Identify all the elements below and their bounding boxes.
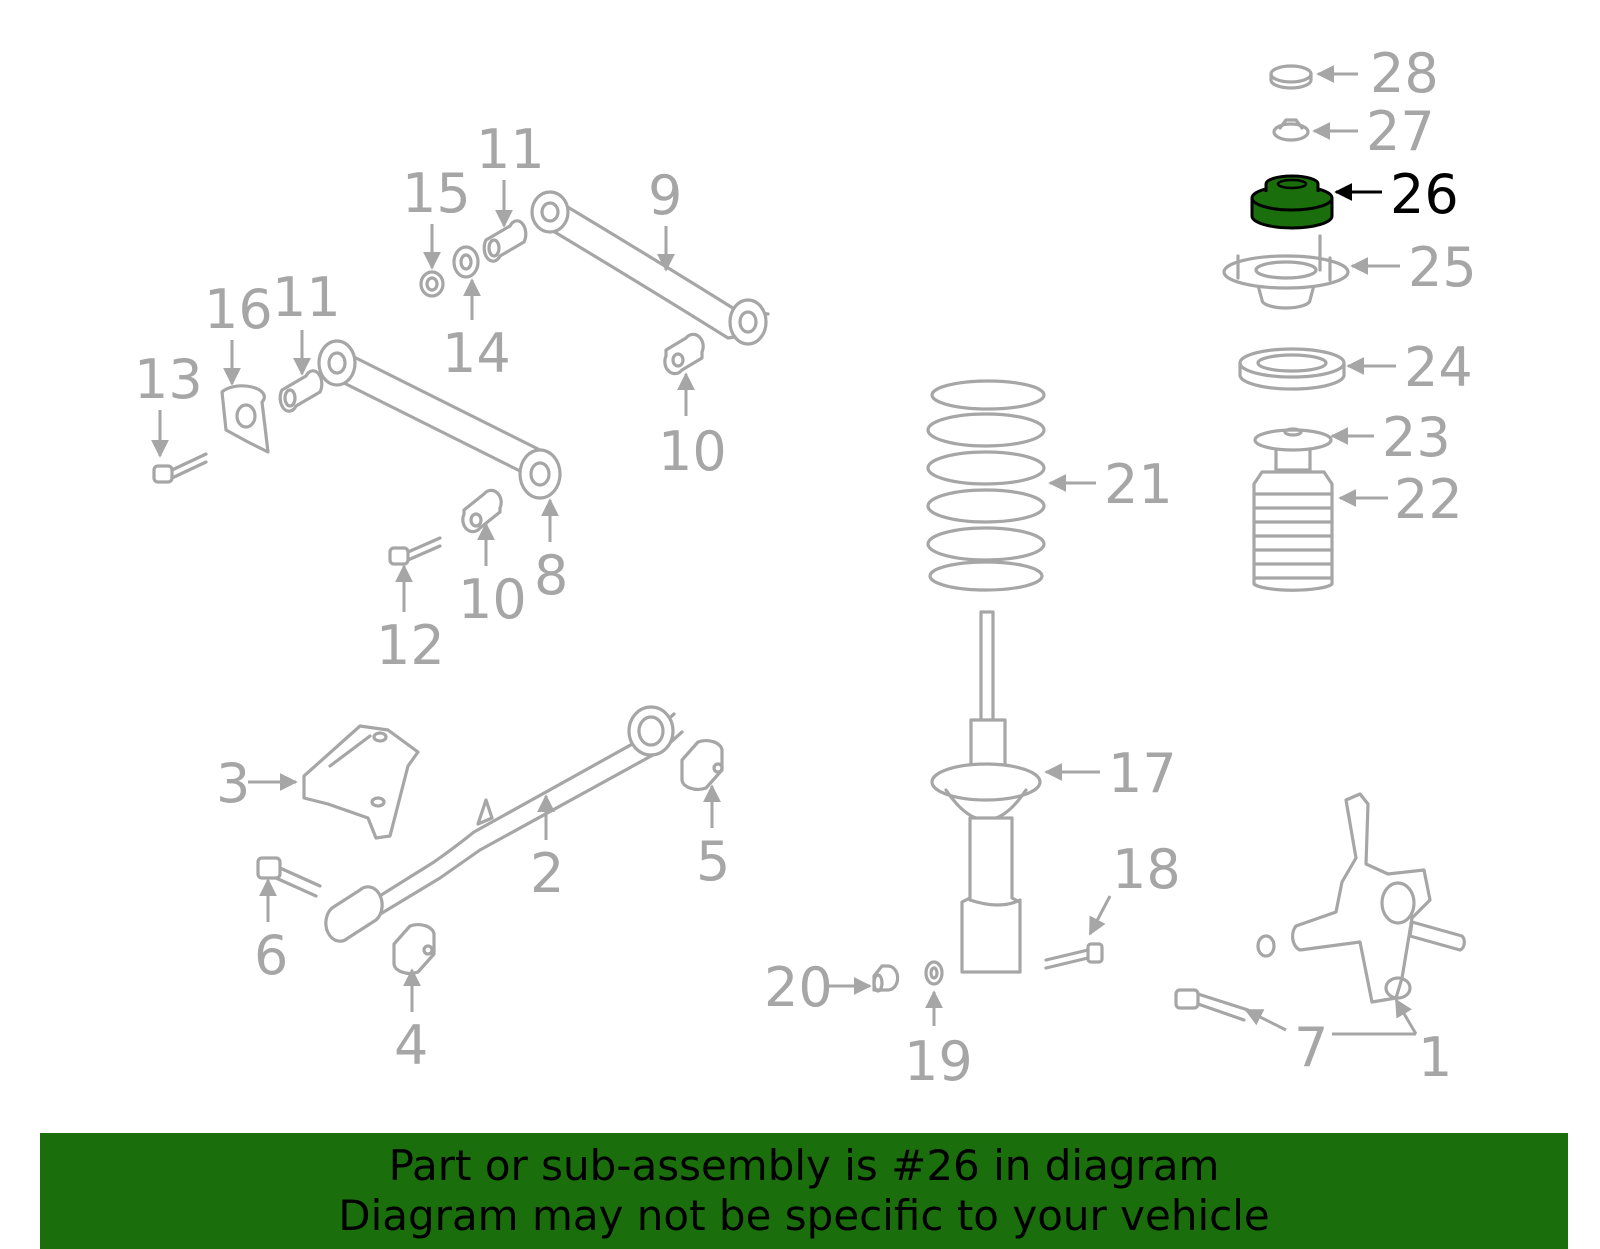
part-23-bump-stop[interactable] <box>1253 427 1333 472</box>
part-14-washer[interactable] <box>452 245 480 279</box>
banner-line-2: Diagram may not be specific to your vehi… <box>338 1191 1270 1240</box>
part-8-control-arm[interactable] <box>317 339 562 500</box>
part-1-knuckle[interactable] <box>1256 792 1466 1004</box>
part-26-strut-mount-highlighted[interactable] <box>1250 174 1334 230</box>
callout-10-upper[interactable]: 10 <box>658 420 727 483</box>
part-4-bushing[interactable] <box>392 923 436 975</box>
callout-16[interactable]: 16 <box>204 278 273 341</box>
callout-15[interactable]: 15 <box>402 162 471 225</box>
callout-2[interactable]: 2 <box>530 842 564 905</box>
callout-17[interactable]: 17 <box>1108 742 1177 805</box>
callout-21[interactable]: 21 <box>1104 453 1173 516</box>
part-22-dust-boot[interactable] <box>1252 470 1334 592</box>
part-21-coil-spring[interactable] <box>926 379 1046 592</box>
part-10-bushing-upper[interactable] <box>663 332 705 376</box>
callout-25[interactable]: 25 <box>1408 236 1477 299</box>
part-20-nut[interactable] <box>872 964 900 993</box>
part-19-washer[interactable] <box>924 960 944 986</box>
part-11-bushing-lower[interactable] <box>278 369 324 413</box>
callout-23[interactable]: 23 <box>1382 406 1451 469</box>
info-banner: Part or sub-assembly is #26 in diagram D… <box>40 1133 1568 1249</box>
callout-22[interactable]: 22 <box>1394 468 1463 531</box>
part-18-bolt[interactable] <box>1044 942 1104 970</box>
callout-1[interactable]: 1 <box>1418 1026 1452 1089</box>
callout-20[interactable]: 20 <box>764 956 833 1019</box>
leader-lines <box>151 65 1418 1036</box>
part-13-bolt[interactable] <box>152 452 208 484</box>
part-28-cap[interactable] <box>1269 64 1313 90</box>
callout-3[interactable]: 3 <box>216 752 250 815</box>
part-24-spring-seat[interactable] <box>1238 347 1346 391</box>
callout-26-highlighted[interactable]: 26 <box>1390 163 1459 226</box>
part-17-strut[interactable] <box>930 610 1042 974</box>
banner-line-1: Part or sub-assembly is #26 in diagram <box>388 1141 1220 1190</box>
part-11-bushing-upper[interactable] <box>482 219 528 263</box>
callout-5[interactable]: 5 <box>696 830 730 893</box>
callout-18[interactable]: 18 <box>1112 838 1181 901</box>
callout-24[interactable]: 24 <box>1404 336 1473 399</box>
part-3-bracket[interactable] <box>302 724 420 840</box>
part-6-bolt[interactable] <box>256 856 322 898</box>
part-27-nut[interactable] <box>1272 118 1310 142</box>
callout-6[interactable]: 6 <box>254 924 288 987</box>
part-12-bolt[interactable] <box>388 536 442 566</box>
part-7-bolt[interactable] <box>1174 988 1250 1022</box>
part-16-bracket[interactable] <box>220 384 270 454</box>
callout-11-lower[interactable]: 11 <box>272 266 341 329</box>
callout-7[interactable]: 7 <box>1294 1016 1328 1079</box>
part-15-nut[interactable] <box>419 270 445 298</box>
callout-12[interactable]: 12 <box>376 614 445 677</box>
part-2-stabilizer-bar[interactable] <box>324 705 684 943</box>
callout-8[interactable]: 8 <box>534 544 568 607</box>
part-5-bushing[interactable] <box>680 739 724 791</box>
callout-19[interactable]: 19 <box>904 1030 973 1093</box>
part-25-upper-mount[interactable] <box>1222 234 1350 310</box>
callout-numbers: 28 27 26 25 24 23 22 21 17 18 19 20 7 1 … <box>134 42 1477 1093</box>
part-9-control-arm[interactable] <box>530 190 770 346</box>
callout-4[interactable]: 4 <box>394 1014 428 1077</box>
part-10-bushing-lower[interactable] <box>461 488 503 534</box>
callout-27[interactable]: 27 <box>1366 100 1435 163</box>
callout-9[interactable]: 9 <box>648 164 682 227</box>
callout-13[interactable]: 13 <box>134 348 203 411</box>
callout-10-lower[interactable]: 10 <box>458 568 527 631</box>
callout-14[interactable]: 14 <box>442 322 511 385</box>
callout-28[interactable]: 28 <box>1370 42 1439 105</box>
callout-11-upper[interactable]: 11 <box>476 118 545 181</box>
